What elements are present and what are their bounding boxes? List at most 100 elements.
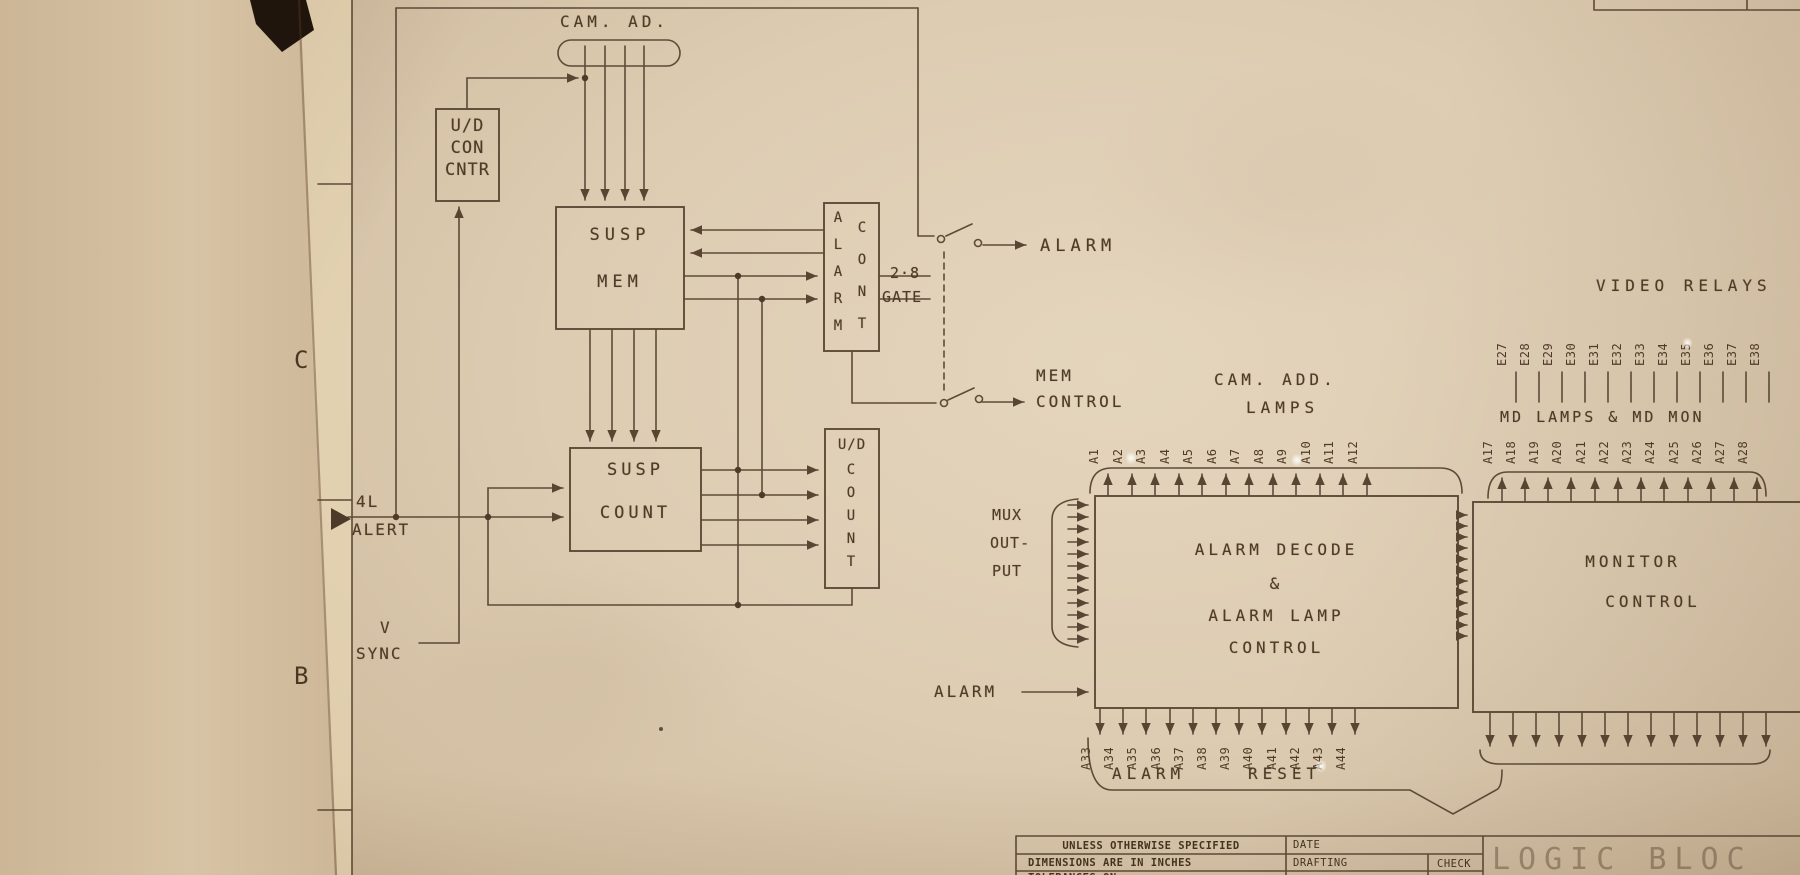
- frame-border-line: [317, 0, 353, 875]
- pin-label: A23: [1620, 440, 1634, 464]
- pin-label: A9: [1275, 448, 1289, 464]
- monitor-control-text: MONITOR: [1585, 552, 1681, 571]
- alarm-decode-text: CONTROL: [1228, 638, 1325, 657]
- pin-label: A18: [1504, 440, 1518, 464]
- title-block-tolerances: TOLERANCES ON: [1028, 872, 1117, 875]
- pin-label: E37: [1725, 342, 1739, 366]
- pin-label: A40: [1241, 746, 1255, 770]
- susp-mem-box: [555, 206, 685, 330]
- alert-flag-triangle: [331, 508, 351, 530]
- pin-label: E30: [1564, 342, 1578, 366]
- drawing-title-partial: LOGIC BLOC: [1492, 842, 1753, 875]
- pin-label: A37: [1172, 746, 1186, 770]
- susp-count-text: SUSP: [607, 460, 664, 480]
- pin-label: A39: [1218, 746, 1232, 770]
- pin-label: A27: [1713, 440, 1727, 464]
- pin-label: A3: [1134, 448, 1148, 464]
- mem-control-label: CONTROL: [1036, 392, 1125, 411]
- mux-output-label: MUX: [992, 506, 1023, 524]
- pin-label: E33: [1633, 342, 1647, 366]
- pin-label: A19: [1527, 440, 1541, 464]
- cam-add-lamps-bundle: [1089, 467, 1463, 494]
- monitor-bottom-bundle: [1479, 749, 1771, 765]
- pin-label: A21: [1574, 440, 1588, 464]
- cam-add-lamps-label: CAM. ADD.: [1214, 370, 1337, 389]
- pin-label: A41: [1265, 746, 1279, 770]
- pin-label: A22: [1597, 440, 1611, 464]
- susp-mem-text: MEM: [597, 272, 643, 292]
- pin-label: E32: [1610, 342, 1624, 366]
- adjacent-block-fragment: [1593, 0, 1800, 11]
- md-lamps-label: MD LAMPS & MD MON: [1500, 408, 1705, 426]
- video-relay-stubs: [1515, 371, 1770, 403]
- pin-label: A25: [1667, 440, 1681, 464]
- alarm-reset-funnel: [1087, 737, 1503, 815]
- pin-label: A28: [1736, 440, 1750, 464]
- cam-add-lamps-label: LAMPS: [1246, 398, 1320, 417]
- alarm-decode-text: ALARM LAMP: [1208, 606, 1345, 625]
- mux-output-label: OUT-: [990, 534, 1031, 552]
- alert-label: ALERT: [352, 520, 411, 539]
- pin-label: A2: [1111, 448, 1125, 464]
- pin-label: A12: [1346, 440, 1360, 464]
- ud-count-text: U/D: [837, 437, 867, 453]
- gate-label: GATE: [882, 288, 923, 306]
- alarm-decode-text: &: [1269, 574, 1284, 593]
- pin-label: A10: [1299, 440, 1313, 464]
- pin-label: A34: [1102, 746, 1116, 770]
- pin-label: E27: [1495, 342, 1509, 366]
- cam-ad-label: CAM. AD.: [560, 12, 670, 31]
- alarm-decode-text: ALARM DECODE: [1194, 540, 1359, 559]
- pin-label: A38: [1195, 746, 1209, 770]
- pin-label: A43: [1311, 746, 1325, 770]
- vsync-label: V: [380, 618, 392, 637]
- pin-label: A24: [1643, 440, 1657, 464]
- alarm-cont-text: ALARM: [830, 210, 846, 345]
- title-block-check: CHECK: [1437, 858, 1472, 870]
- pin-label: E31: [1587, 342, 1601, 366]
- pin-label: A42: [1288, 746, 1302, 770]
- susp-count-box: [569, 447, 702, 552]
- mux-output-label: PUT: [992, 562, 1023, 580]
- title-block-drafting: DRAFTING: [1293, 857, 1348, 869]
- pin-label: A20: [1550, 440, 1564, 464]
- pin-label: A33: [1079, 746, 1093, 770]
- ud-con-cntr-text: U/D: [450, 116, 485, 136]
- pin-label: A5: [1181, 448, 1195, 464]
- mux-bundle-bracket: [1051, 498, 1079, 648]
- ud-count-text: COUNT: [843, 462, 859, 577]
- pin-label: A7: [1228, 448, 1242, 464]
- pin-label: A11: [1322, 440, 1336, 464]
- zone-letter-b: B: [294, 662, 309, 690]
- pin-label: A36: [1149, 746, 1163, 770]
- monitor-control-text: CONTROL: [1605, 592, 1701, 611]
- title-block-rules: [1015, 835, 1800, 875]
- under-sheet-paper: [0, 0, 345, 875]
- alarm-output-label: ALARM: [1040, 236, 1117, 256]
- pin-label: E38: [1748, 342, 1762, 366]
- pin-label: A4: [1158, 448, 1172, 464]
- zone-letter-c: C: [294, 346, 309, 374]
- alarm-reset-label: RESET: [1248, 764, 1322, 783]
- ud-con-cntr-text: CNTR: [445, 160, 490, 180]
- vsync-label: SYNC: [356, 644, 403, 663]
- md-lamps-bundle: [1487, 471, 1767, 499]
- alarm-cont-text: CONT: [854, 220, 870, 348]
- ud-con-cntr-text: CON: [450, 138, 485, 158]
- alarm-input-label: ALARM: [934, 682, 998, 701]
- pin-label: A26: [1690, 440, 1704, 464]
- pin-label: E35: [1679, 342, 1693, 366]
- pin-label: A44: [1334, 746, 1348, 770]
- alarm-reset-label: ALARM: [1112, 764, 1186, 783]
- susp-mem-text: SUSP: [589, 225, 651, 245]
- pin-label: A35: [1125, 746, 1139, 770]
- pin-label: A6: [1205, 448, 1219, 464]
- pin-label: E36: [1702, 342, 1716, 366]
- pin-label: E34: [1656, 342, 1670, 366]
- pin-label: A8: [1252, 448, 1266, 464]
- pin-label: E29: [1541, 342, 1555, 366]
- susp-count-text: COUNT: [599, 503, 672, 523]
